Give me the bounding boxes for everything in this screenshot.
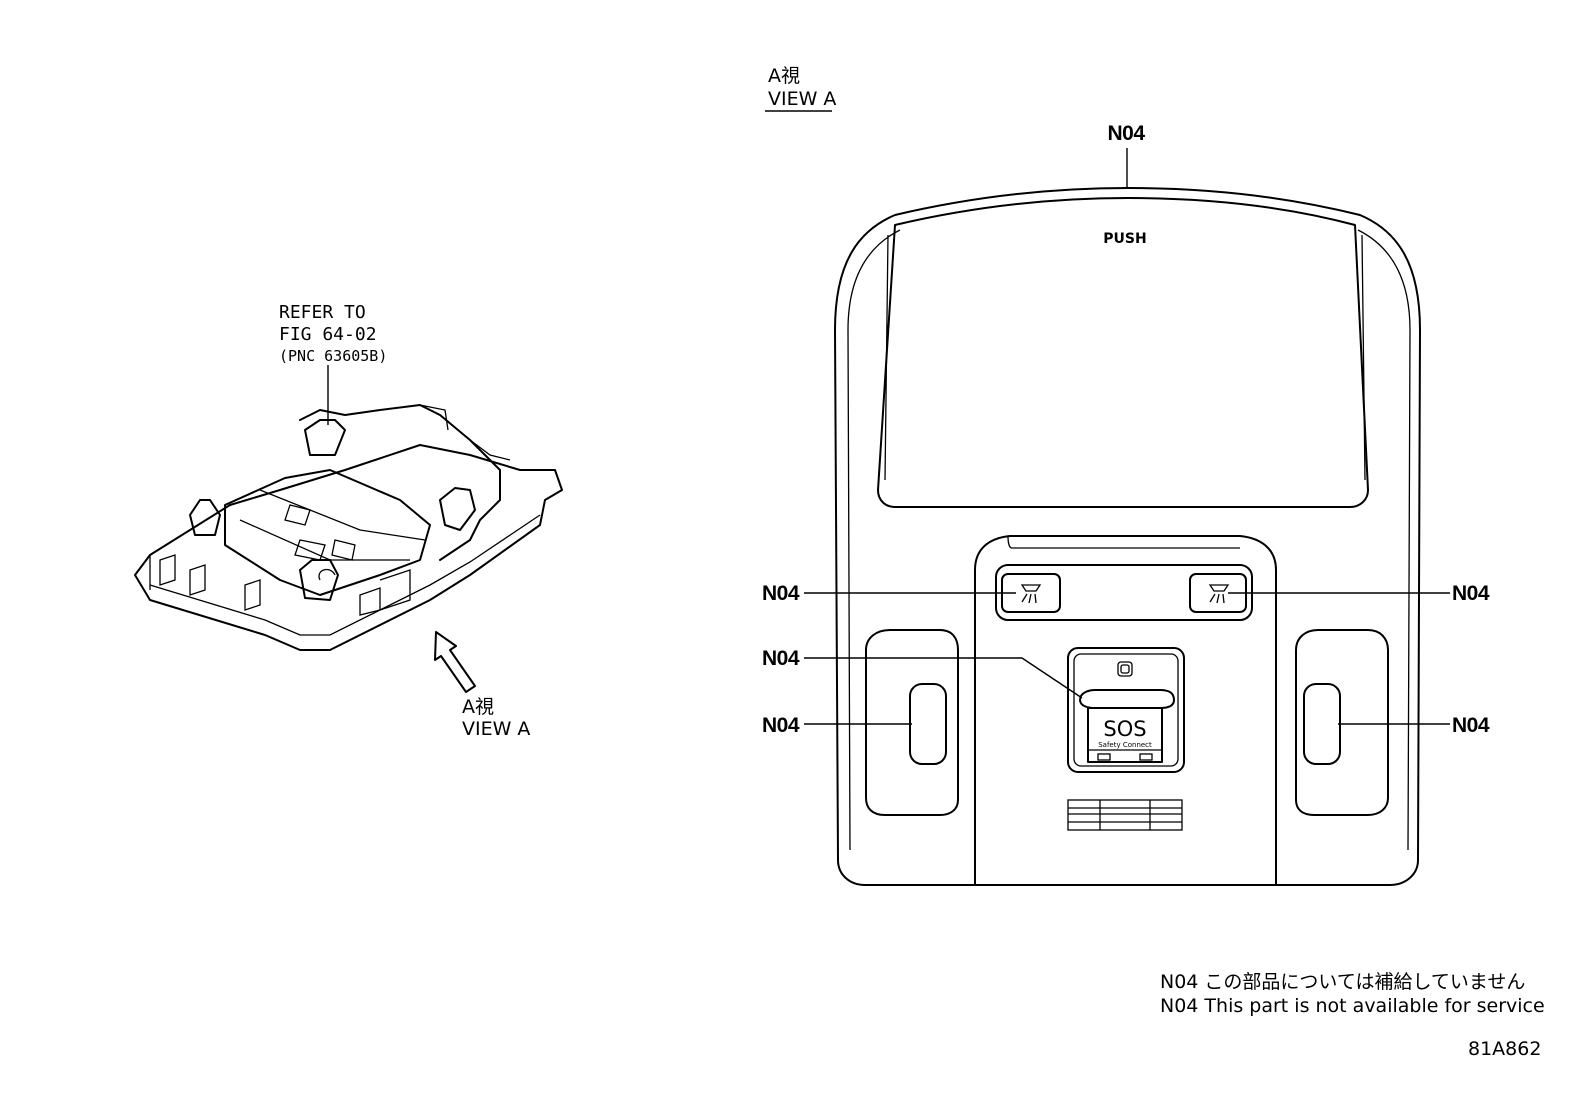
callout-right-lamp: N04 [1338,714,1490,737]
callout-right-switch: N04 [1228,582,1490,605]
view-a-title-en: VIEW A [768,88,836,110]
right-side-panel [1295,629,1389,816]
sos-indicator-icon [1117,661,1133,677]
map-light-lens [877,197,1369,508]
sos-button[interactable] [1087,707,1163,763]
callout-label: N04 [762,647,800,670]
callout-label: N04 [1452,714,1490,737]
callout-sos: N04 [762,647,1083,699]
refer-fig-text: FIG 64-02 [279,324,377,345]
right-lamp-button[interactable] [1303,683,1341,765]
view-a-title-jp: A視 [768,65,800,87]
sos-label: SOS [1103,717,1146,741]
refer-to-text: REFER TO [279,302,366,323]
refer-pnc-text: (PNC 63605B) [279,347,387,365]
callout-left-switch: N04 [762,582,1016,605]
callout-top: N04 [1107,122,1146,188]
left-view-label-jp: A視 [462,696,494,718]
push-label: PUSH [1103,231,1146,247]
callout-label: N04 [1452,582,1490,605]
left-light-icon [1020,584,1042,604]
callout-label: N04 [1107,122,1145,145]
note-en: N04 This part is not available for servi… [1160,995,1545,1017]
left-lamp-button[interactable] [909,683,947,765]
callout-label: N04 [762,714,800,737]
isometric-console-drawing [134,404,563,651]
sos-cover-lip [1079,689,1175,709]
console-front-view: PUSH SOS Safety Connect [834,187,1421,886]
left-side-panel [865,629,959,816]
callout-left-lamp: N04 [762,714,912,737]
figure-code: 81A862 [1468,1038,1541,1060]
console-housing [834,187,1421,886]
center-panel [974,535,1277,886]
sos-sublabel: Safety Connect [1098,741,1152,749]
note-jp: N04 この部品については補給していません [1160,971,1525,993]
callout-label: N04 [762,582,800,605]
microphone-grille [1067,799,1183,831]
left-view-label-en: VIEW A [462,718,530,740]
view-a-arrow [434,631,476,693]
sos-module [1067,647,1185,773]
right-light-icon [1208,584,1230,604]
